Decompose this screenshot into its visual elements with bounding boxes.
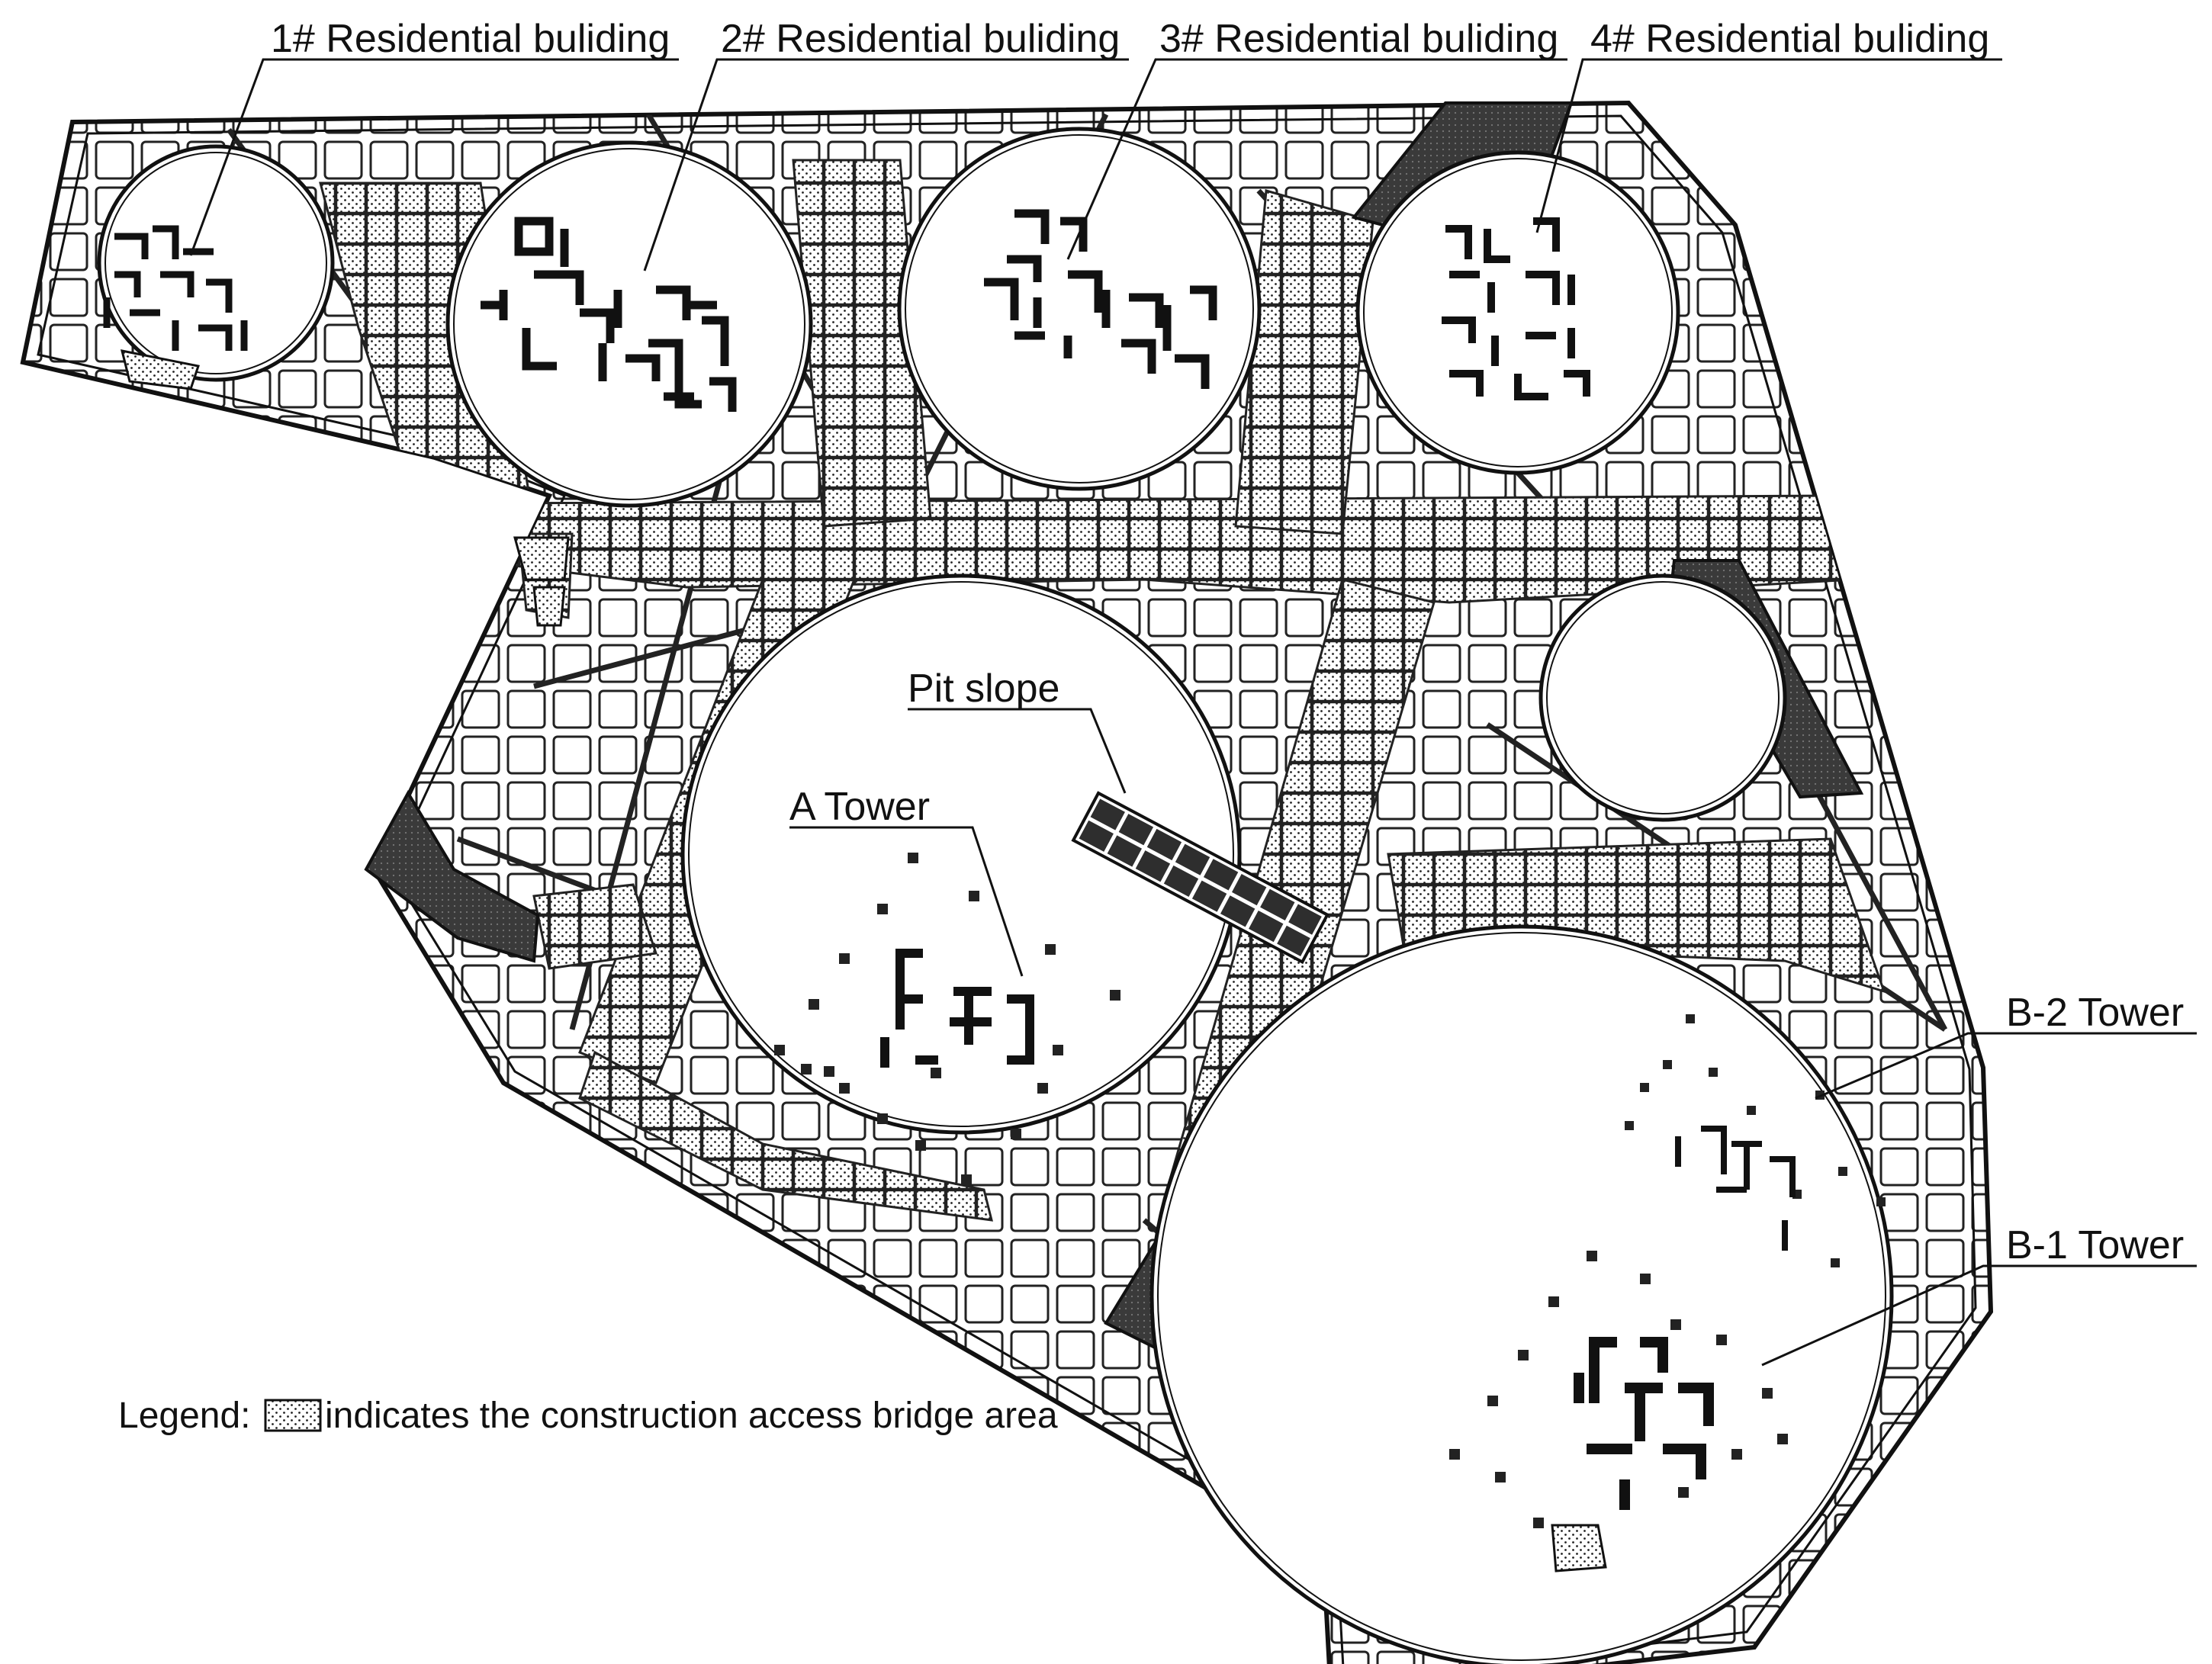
a-tower-column-row [774,1045,972,1185]
b1-tower-columns [1449,1251,1788,1528]
a-tower-columns [809,853,1120,1139]
a-tower-core [880,949,1034,1068]
label-res4: 4# Residential buliding [1590,17,1989,61]
leader-res2 [643,58,1129,271]
bridge-east-band [1387,837,1886,994]
b1-tower-core [1574,1337,1714,1510]
pit-res2 [445,140,813,508]
pit-res4 [1355,150,1680,475]
bridge-west-stub [532,883,657,970]
leader-res1 [189,58,679,256]
label-b1-tower: B-1 Tower [2006,1223,2184,1267]
legend-prefix: Legend: [118,1396,251,1436]
label-b2-tower: B-2 Tower [2006,991,2184,1035]
leader-res4 [1535,58,2002,233]
pit-res1 [97,144,335,382]
leader-pit-slope [908,708,1127,794]
leader-b1 [1761,1264,2197,1367]
b2-tower-core [1675,1126,1796,1251]
label-res3: 3# Residential buliding [1159,17,1558,61]
legend: Legend: indicates the construction acces… [118,1396,1058,1436]
pit-circles [97,127,1894,1664]
pit-slope-area [1071,791,1329,965]
res2-footprint [481,217,737,412]
labels: 1# Residential buliding 2# Residential b… [271,17,2184,1267]
bridge-link-3-4 [1234,189,1374,535]
label-res1: 1# Residential buliding [271,17,670,61]
res1-footprint [103,225,248,351]
pit-b-tower [1149,924,1894,1664]
dark-area-west [364,789,540,963]
leader-lines [189,58,2197,1367]
stipple-spots [120,349,1607,1572]
legend-swatch [264,1399,322,1432]
pit-a-tower [680,573,1242,1135]
res4-footprint [1442,217,1590,400]
bridge-link-2-3 [792,159,932,528]
pit-res3 [897,127,1262,491]
legend-text: indicates the construction access bridge… [325,1396,1058,1436]
pit-inner-rings [104,134,1886,1661]
leader-b2 [1815,1032,2197,1100]
leader-a-tower [789,826,1024,977]
label-pit-slope: Pit slope [908,667,1059,711]
label-res2: 2# Residential buliding [721,17,1120,61]
label-a-tower: A Tower [789,785,930,829]
bridge-sw-arc [578,1050,993,1222]
pit-east-small [1538,573,1787,822]
res3-footprint [984,209,1217,389]
leader-res3 [1066,58,1567,260]
